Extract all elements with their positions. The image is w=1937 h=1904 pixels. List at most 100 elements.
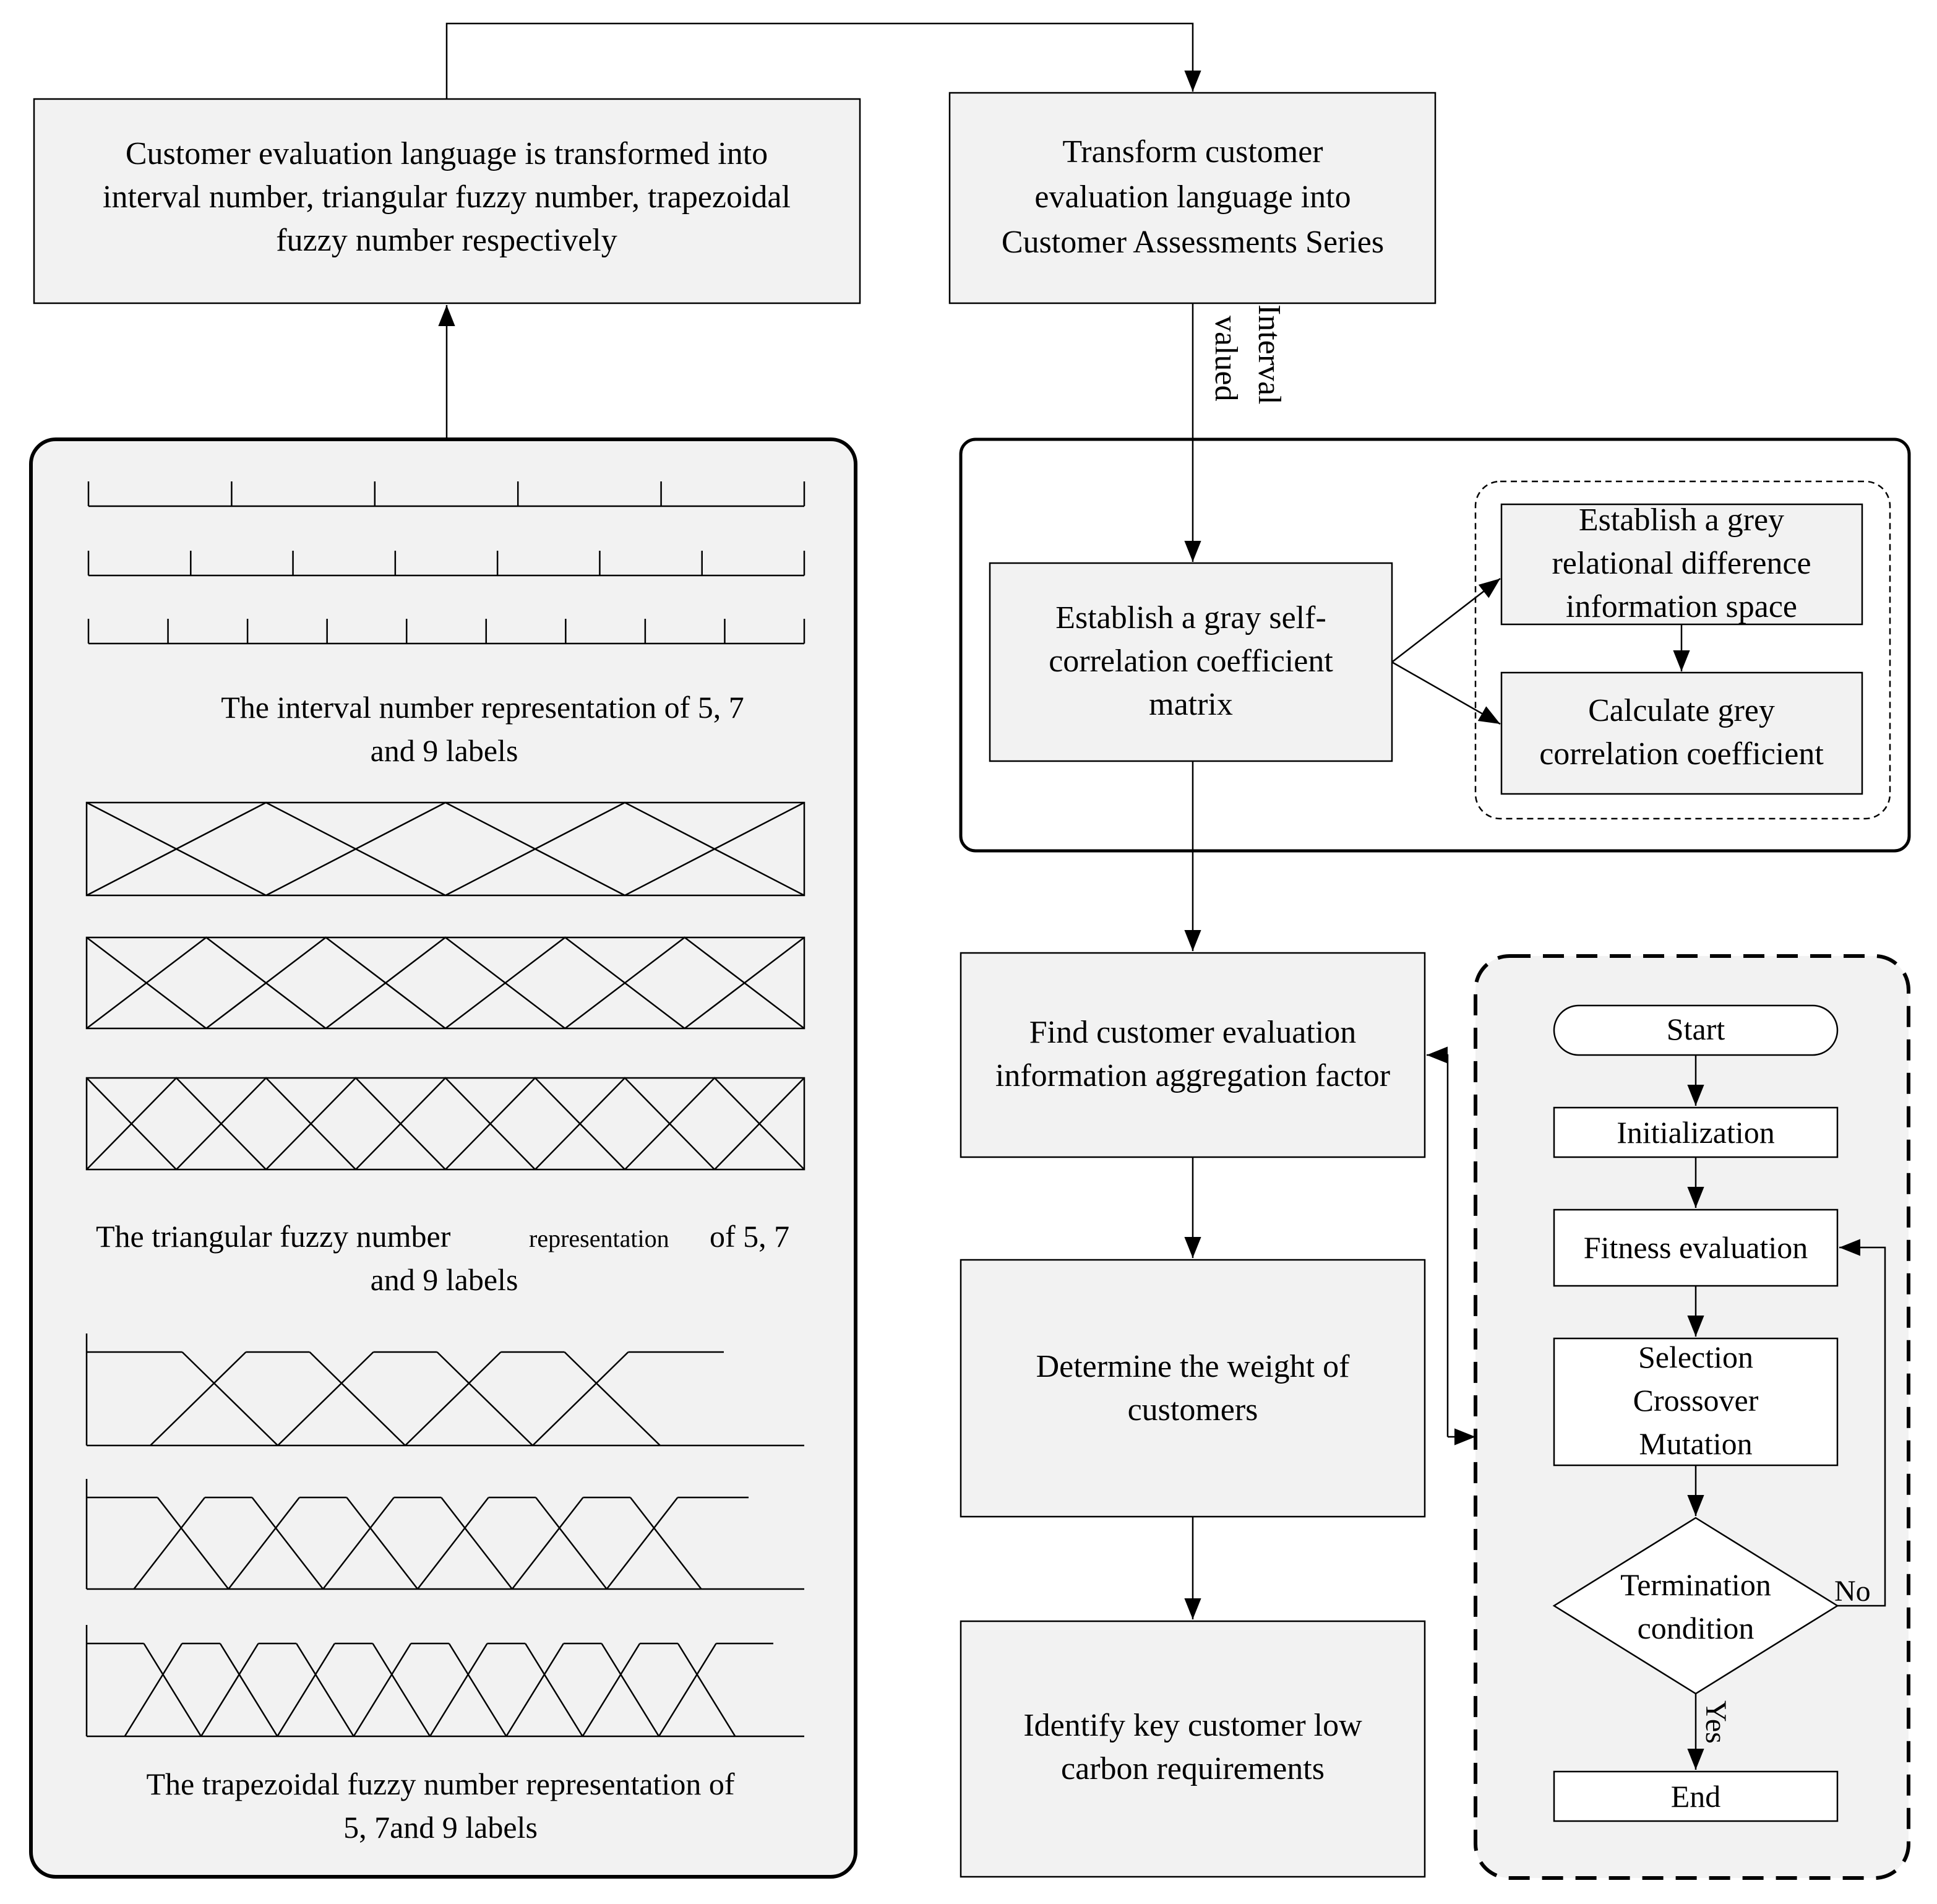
trapezoidal-rising-edge — [277, 1351, 374, 1446]
arrow-top-connector — [445, 22, 1201, 99]
trapezoidal-rising-edge — [277, 1643, 335, 1737]
trapezoidal-rising-edge — [322, 1497, 395, 1590]
triangular-membership — [265, 1077, 446, 1170]
transform-into-numbers-box: Customer evaluation language is transfor… — [33, 98, 861, 304]
triangular-membership — [86, 936, 327, 1029]
gray-matrix-box: Establish a gray self- correlation coeff… — [989, 562, 1393, 762]
triangular-membership — [445, 1077, 625, 1170]
trapezoidal-falling-edge — [448, 1643, 507, 1737]
triangular-membership — [445, 936, 685, 1029]
trapezoidal-sets — [85, 1333, 804, 1738]
transform-series-box: Transform customer evaluation language i… — [948, 92, 1437, 304]
trapezoidal-falling-edge — [143, 1643, 202, 1737]
trapezoidal-falling-edge — [440, 1497, 513, 1590]
trapezoidal-falling-edge — [601, 1643, 660, 1737]
trapezoidal-falling-edge — [181, 1351, 278, 1446]
trapezoidal-falling-edge — [677, 1643, 736, 1737]
grey-space-line3: information space — [1566, 589, 1797, 624]
trapezoidal-rising-edge — [511, 1497, 584, 1590]
trapezoidal-rising-edge — [606, 1497, 679, 1590]
transform-series-line1: Transform customer — [1062, 134, 1323, 170]
grey-space-line2: relational difference — [1552, 546, 1811, 581]
trapezoidal-rising-edge — [658, 1643, 717, 1737]
triangular-membership — [445, 801, 805, 897]
trapezoidal-falling-edge — [629, 1497, 702, 1590]
customer-weight-line1: Determine the weight of — [1036, 1349, 1351, 1384]
triangular-caption-line2: and 9 labels — [371, 1262, 518, 1297]
triangular-membership — [355, 1077, 536, 1170]
arrow-to-aggregation — [1427, 1046, 1449, 1437]
aggregation-factor-box: Find customer evaluation information agg… — [960, 952, 1426, 1158]
ga-operators-node: Selection Crossover Mutation — [1553, 1337, 1839, 1467]
ga-operators-line3: Mutation — [1639, 1426, 1752, 1461]
grey-coefficient-line2: correlation coefficient — [1539, 736, 1824, 772]
interval-caption-line1: The interval number representation of 5,… — [221, 690, 744, 725]
trapezoidal-falling-edge — [296, 1643, 354, 1737]
transform-into-numbers-line1: Customer evaluation language is transfor… — [126, 136, 768, 171]
trapezoidal-rising-edge — [429, 1643, 488, 1737]
customer-weight-box: Determine the weight of customers — [960, 1259, 1426, 1518]
customer-weight-line2: customers — [1128, 1392, 1258, 1428]
transform-into-numbers-line3: fuzzy number respectively — [276, 223, 617, 258]
trapezoidal-falling-edge — [219, 1643, 278, 1737]
ga-termination-line2: condition — [1638, 1611, 1754, 1645]
key-requirements-line1: Identify key customer low — [1023, 1708, 1362, 1743]
ga-operators-line1: Selection — [1638, 1340, 1753, 1374]
trapezoidal-falling-edge — [535, 1497, 608, 1590]
trapezoidal-rising-edge — [417, 1497, 489, 1590]
transform-into-numbers-line2: interval number, triangular fuzzy number… — [103, 179, 791, 215]
ga-fitness-node: Fitness evaluation — [1553, 1208, 1839, 1287]
triangular-membership — [265, 801, 625, 897]
triangular-membership — [684, 937, 805, 1029]
interval-scales — [87, 481, 805, 645]
triangular-membership — [325, 936, 566, 1029]
interval-caption-line2: and 9 labels — [371, 733, 518, 768]
trapezoidal-rising-edge — [124, 1643, 183, 1737]
ga-operators-line2: Crossover — [1633, 1383, 1759, 1418]
fuzzy-representation-panel: The interval number representation of 5,… — [29, 437, 857, 1879]
grey-space-box: Establish a grey relational difference i… — [1500, 502, 1863, 626]
trapezoidal-falling-edge — [372, 1643, 431, 1737]
key-requirements-box: Identify key customer low carbon require… — [960, 1620, 1426, 1878]
gray-matrix-line2: correlation coefficient — [1049, 644, 1333, 679]
grey-coefficient-box: Calculate grey correlation coefficient — [1500, 671, 1863, 795]
ga-end-node: End — [1553, 1770, 1839, 1822]
transform-series-line3: Customer Assessments Series — [1002, 225, 1384, 260]
trapezoidal-rising-edge — [405, 1351, 502, 1446]
triangular-membership — [564, 936, 805, 1029]
triangular-membership — [535, 1077, 715, 1170]
trapezoidal-rising-edge — [353, 1643, 412, 1737]
ga-init-label: Initialization — [1617, 1115, 1774, 1150]
trapezoidal-caption-line1: The trapezoidal fuzzy number representat… — [147, 1767, 735, 1801]
aggregation-factor-line1: Find customer evaluation — [1029, 1015, 1357, 1050]
gray-matrix-line1: Establish a gray self- — [1055, 600, 1326, 635]
trapezoidal-falling-edge — [157, 1497, 230, 1590]
trapezoidal-rising-edge — [532, 1351, 629, 1446]
arrow-no-loop — [1837, 1239, 1886, 1607]
trapezoidal-rising-edge — [133, 1497, 206, 1590]
trapezoidal-rising-edge — [150, 1351, 247, 1446]
triangular-caption-c: of 5, 7 — [710, 1219, 789, 1254]
ga-init-node: Initialization — [1553, 1106, 1839, 1158]
ga-fitness-label: Fitness evaluation — [1584, 1230, 1808, 1265]
ga-termination-node: Termination condition — [1552, 1517, 1839, 1695]
trapezoidal-caption-line2: 5, 7and 9 labels — [343, 1810, 538, 1845]
transform-series-line2: evaluation language into — [1034, 179, 1351, 215]
triangular-sets — [85, 801, 805, 1171]
gray-matrix-line3: matrix — [1149, 687, 1233, 722]
interval-valued-label-1: Interval — [1252, 304, 1287, 405]
triangular-caption-a: The triangular fuzzy number — [96, 1219, 451, 1254]
grey-space-line1: Establish a grey — [1579, 502, 1784, 538]
arrow-matrix-to-coefficient — [1391, 661, 1501, 725]
ga-yes-label: Yes — [1699, 1700, 1732, 1744]
trapezoidal-falling-edge — [309, 1351, 406, 1446]
interval-valued-label-2: valued — [1208, 316, 1243, 402]
triangular-membership — [624, 801, 805, 897]
trapezoidal-rising-edge — [228, 1497, 300, 1590]
trapezoidal-falling-edge — [346, 1497, 418, 1590]
triangular-membership — [714, 1077, 805, 1170]
triangular-caption-b: representation — [529, 1225, 669, 1252]
ga-end-label: End — [1671, 1779, 1721, 1814]
trapezoidal-falling-edge — [436, 1351, 533, 1446]
